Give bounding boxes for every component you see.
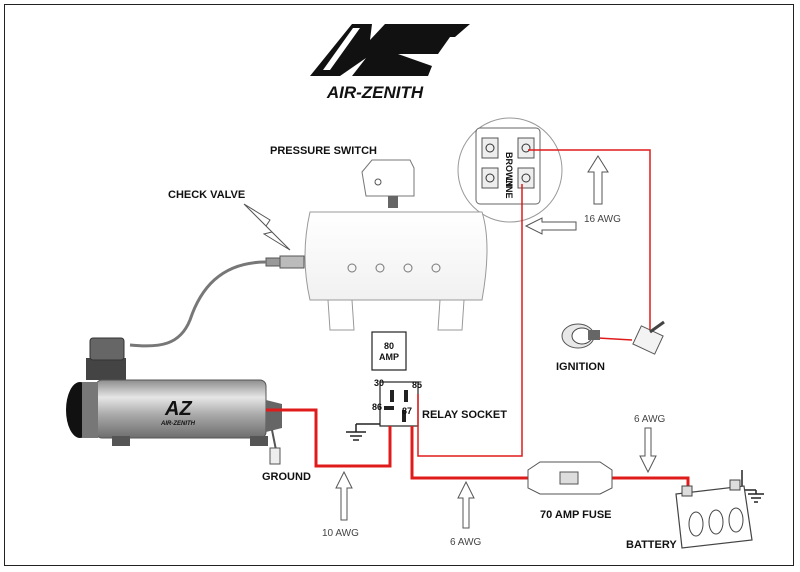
pressure-switch-terminals: BROWN LINE: [457, 117, 563, 223]
diagram-frame: [4, 4, 794, 566]
wire-arrow-icon: [524, 217, 577, 235]
check-valve: [129, 255, 305, 348]
compressor-brand-name: AIR-ZENITH: [160, 421, 196, 427]
switch-wires: [417, 149, 651, 457]
wire-fuse-to-battery: [610, 476, 690, 494]
pressure-switch-label: PRESSURE SWITCH: [270, 145, 377, 157]
logo-stripe-icon: [323, 28, 360, 70]
relay-rating-unit: AMP: [379, 352, 399, 362]
terminal-brown-label: BROWN: [504, 152, 514, 187]
power-wires: [266, 408, 690, 494]
compressor: AZ AIR-ZENITH: [66, 337, 282, 446]
battery: [675, 479, 753, 549]
relay-pin-87: 87: [402, 406, 412, 416]
wire-switch-to-ignition: [528, 149, 651, 334]
brand-name: AIR-ZENITH: [326, 83, 424, 102]
air-zenith-logo: AIR-ZENITH: [310, 24, 470, 102]
air-tank: [304, 211, 488, 331]
battery-wire-arrow-icon: [639, 427, 657, 474]
pointer-arrows: [243, 155, 657, 529]
battery-label: BATTERY: [626, 539, 677, 551]
logo-mark-icon: [310, 24, 470, 76]
terminal-line-label: LINE: [504, 178, 514, 199]
switch-arrow-icon: [587, 155, 609, 205]
ground-lead: [269, 429, 281, 465]
pressure-switch-body: [361, 159, 415, 208]
relay-socket-label: RELAY SOCKET: [422, 409, 507, 421]
check-valve-label: CHECK VALVE: [168, 189, 245, 201]
wire-compressor-to-relay: [266, 408, 392, 468]
wire-relay-to-fuse: [410, 426, 528, 480]
wire-relay-to-switch: [417, 184, 523, 457]
compressor-logo-mark: AZ: [164, 398, 192, 420]
ignition-switch: [561, 323, 600, 349]
wire-gauge-switch: 16 AWG: [584, 214, 621, 225]
wire-ignition-to-toggle: [597, 337, 633, 341]
ground-wire-arrow-icon: [335, 470, 353, 521]
fuse-label: 70 AMP FUSE: [540, 509, 612, 521]
relay-wire-arrow-icon: [457, 480, 475, 529]
ignition-label: IGNITION: [556, 361, 605, 373]
check-valve-arrow-icon: [243, 203, 291, 251]
relay-pin-86: 86: [372, 402, 382, 412]
toggle-switch: [632, 320, 665, 355]
wire-gauge-relay: 6 AWG: [450, 537, 482, 548]
relay-pin-85: 85: [412, 380, 422, 390]
relay-pin-30: 30: [374, 378, 384, 388]
wire-gauge-ground: 10 AWG: [322, 528, 359, 539]
wire-gauge-battery: 6 AWG: [634, 414, 666, 425]
ground-label: GROUND: [262, 471, 311, 483]
ground-symbol-relay: [346, 423, 380, 441]
relay: 80 AMP 30 85 86 87: [371, 331, 422, 427]
fuse-holder: [527, 461, 613, 495]
relay-rating-value: 80: [384, 341, 394, 351]
ground-symbol-battery: [741, 470, 764, 503]
